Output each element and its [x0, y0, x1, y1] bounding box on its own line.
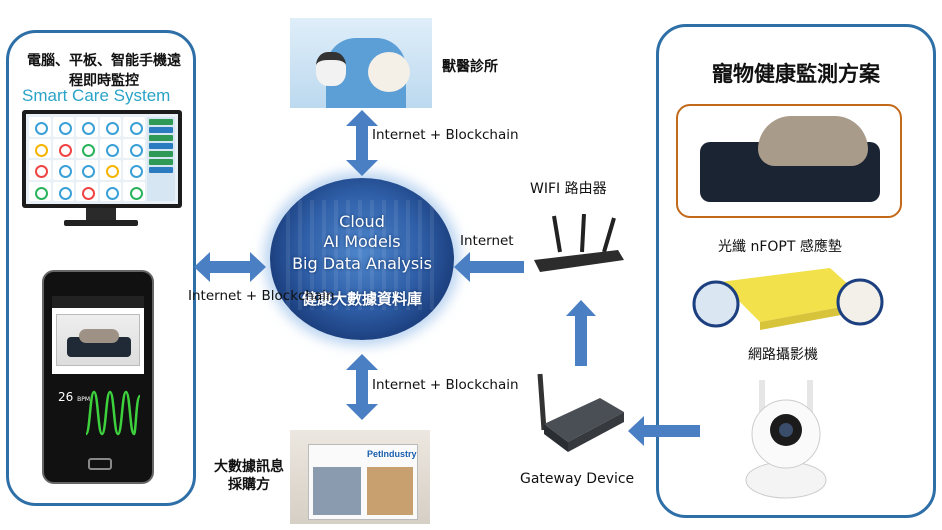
pet-health-solution-title: 寵物健康監測方案: [712, 62, 880, 86]
ip-camera-icon: [745, 380, 827, 499]
monitor-dashboard: [26, 114, 178, 204]
gateway-device-label: Gateway Device: [520, 471, 635, 487]
vet-link-label: Internet + Blockchain: [372, 127, 519, 143]
monitor-cloud-double-arrow: [194, 252, 266, 282]
vet-clinic-label: 獸醫診所: [442, 59, 498, 75]
gateway-to-router-arrow: [566, 300, 596, 366]
vet-cloud-double-arrow: [346, 110, 378, 176]
ip-camera-label: 網路攝影機: [748, 347, 818, 363]
router-to-cloud-arrow: [454, 252, 524, 282]
cat-on-pad-photo: [676, 104, 902, 218]
monitor-stand: [86, 208, 116, 222]
gateway-device-icon: [537, 373, 624, 452]
big-data-label: Big Data Analysis: [292, 254, 432, 273]
wifi-router-icon: [534, 214, 624, 272]
data-buyer-photo: PetIndustry: [290, 430, 430, 524]
health-database-label: 健康大數據資料庫: [301, 290, 422, 308]
sensor-pad-label: 光纖 nFOPT 感應墊: [718, 239, 842, 255]
monitor-base: [64, 220, 138, 226]
phone-screen: 26 BPM: [52, 296, 144, 448]
fiber-sensor-pad-icon: [692, 268, 884, 330]
smart-care-system-title: Smart Care System: [22, 86, 171, 105]
smartphone-image: 26 BPM: [42, 270, 154, 484]
cloud-platform: Cloud AI Models Big Data Analysis 健康大數據資…: [270, 178, 454, 340]
vet-clinic-photo: [290, 18, 432, 108]
ai-models-label: AI Models: [323, 232, 401, 251]
phone-cat-photo: [56, 314, 140, 366]
phone-home-button: [88, 458, 112, 470]
magazine-title: PetIndustry: [367, 449, 417, 459]
buyer-cloud-double-arrow: [346, 354, 378, 420]
desktop-monitor-image: [22, 110, 182, 208]
monitor-link-label: Internet + Blockchain: [188, 288, 335, 304]
wifi-router-label: WIFI 路由器: [530, 181, 607, 197]
heartbeat-waveform: [84, 390, 142, 436]
bpm-readout: 26 BPM: [58, 390, 91, 404]
phone-heartbeat-chart: 26 BPM: [52, 374, 144, 448]
cloud-label: Cloud: [339, 212, 385, 231]
remote-monitoring-title: 電腦、平板、智能手機遠程即時監控: [27, 53, 181, 90]
dashboard-sidebar: [147, 117, 175, 201]
buyer-link-label: Internet + Blockchain: [372, 377, 519, 393]
camera-to-gateway-arrow: [628, 416, 700, 446]
router-link-label: Internet: [460, 233, 514, 249]
data-buyer-label: 大數據訊息採購方: [214, 459, 284, 494]
